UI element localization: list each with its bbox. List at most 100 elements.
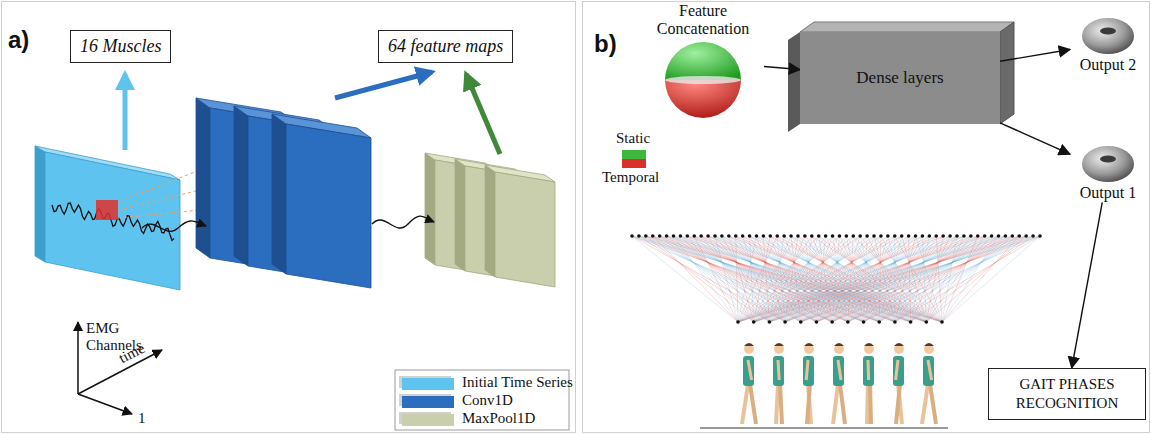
net-unit [858, 234, 862, 238]
net-unit [831, 234, 835, 238]
torso [743, 356, 754, 386]
hair [894, 343, 904, 346]
hair [744, 343, 754, 346]
net-unit [699, 234, 703, 238]
net-unit [679, 234, 683, 238]
walking-figure [773, 343, 784, 424]
output-torus: Output 1 [1070, 140, 1146, 202]
net-unit [752, 320, 756, 324]
net-unit [845, 234, 849, 238]
sphere-shape [661, 39, 745, 121]
torus-hole [1100, 28, 1116, 35]
output-box: 64 feature maps [378, 30, 513, 63]
net-unit [630, 234, 634, 238]
net-unit [762, 234, 766, 238]
connector-arrow [1072, 202, 1103, 368]
leg [867, 384, 868, 424]
net-link [639, 236, 864, 322]
dense-block: Dense layers [800, 32, 1000, 124]
net-link [833, 236, 942, 322]
net-unit [769, 234, 773, 238]
net-unit [900, 234, 904, 238]
net-unit [815, 320, 819, 324]
net-unit [637, 234, 641, 238]
receptive-field-line [118, 170, 200, 202]
net-link [667, 236, 942, 322]
net-link [926, 236, 1026, 322]
net-link [942, 236, 1019, 322]
net-unit [736, 320, 740, 324]
legend-label: MaxPool1D [462, 410, 535, 427]
net-unit [1011, 234, 1015, 238]
net-link [701, 236, 910, 322]
head [744, 344, 754, 354]
net-unit [948, 234, 952, 238]
net-unit [983, 234, 987, 238]
net-unit [940, 320, 944, 324]
flow-arrow [142, 221, 206, 231]
net-unit [969, 234, 973, 238]
legend-label: Static [616, 130, 650, 147]
walking-figure [922, 343, 936, 424]
leg [807, 384, 810, 424]
static-half [665, 42, 741, 80]
torso [773, 356, 784, 386]
leg [896, 384, 900, 424]
torso [833, 356, 844, 386]
net-unit [907, 234, 911, 238]
node-label: 16 Muscles [80, 36, 161, 57]
net-link [942, 236, 1040, 322]
leg [808, 384, 811, 424]
torus-shape [1078, 140, 1138, 184]
leg [833, 384, 838, 424]
block [485, 165, 555, 287]
receptive-field-line [118, 210, 200, 218]
dense-top-face [800, 22, 1014, 32]
net-link [694, 236, 926, 322]
net-link [660, 236, 911, 322]
panel-frame [2, 2, 576, 433]
block-face [455, 159, 465, 271]
axis-arrow [78, 394, 132, 414]
block-face [35, 146, 45, 262]
torus-shape [1078, 12, 1138, 56]
arm [748, 360, 752, 380]
head [894, 344, 904, 354]
net-unit [748, 234, 752, 238]
net-unit [914, 234, 918, 238]
panel-letter: b) [594, 30, 617, 58]
receptive-field-line [118, 190, 200, 210]
neural-net [630, 234, 1042, 324]
torus-hole [1100, 156, 1116, 163]
net-link [715, 236, 926, 322]
panel-letter: a) [8, 26, 29, 54]
net-unit [928, 234, 932, 238]
legend-swatch [402, 378, 454, 390]
net-unit [783, 320, 787, 324]
net-unit [727, 234, 731, 238]
leg [930, 384, 936, 424]
net-unit [1024, 234, 1028, 238]
net-unit [872, 234, 876, 238]
net-unit [955, 234, 959, 238]
output-torus: Output 2 [1070, 12, 1146, 74]
net-link [687, 236, 895, 322]
net-unit [810, 234, 814, 238]
legend-swatch [402, 396, 454, 408]
net-link [916, 236, 942, 322]
net-unit [713, 234, 717, 238]
block-face [196, 98, 210, 258]
net-unit [672, 234, 676, 238]
block-face [286, 124, 371, 288]
net-link [632, 236, 926, 322]
net-link [667, 236, 895, 322]
leg [922, 384, 928, 424]
torus-body [1082, 146, 1134, 182]
node-label: Output 2 [1070, 56, 1146, 74]
net-unit [877, 320, 881, 324]
net-unit [990, 234, 994, 238]
layer-blocks [35, 98, 555, 290]
net-unit [893, 320, 897, 324]
net-unit [1031, 234, 1035, 238]
net-unit [1017, 234, 1021, 238]
